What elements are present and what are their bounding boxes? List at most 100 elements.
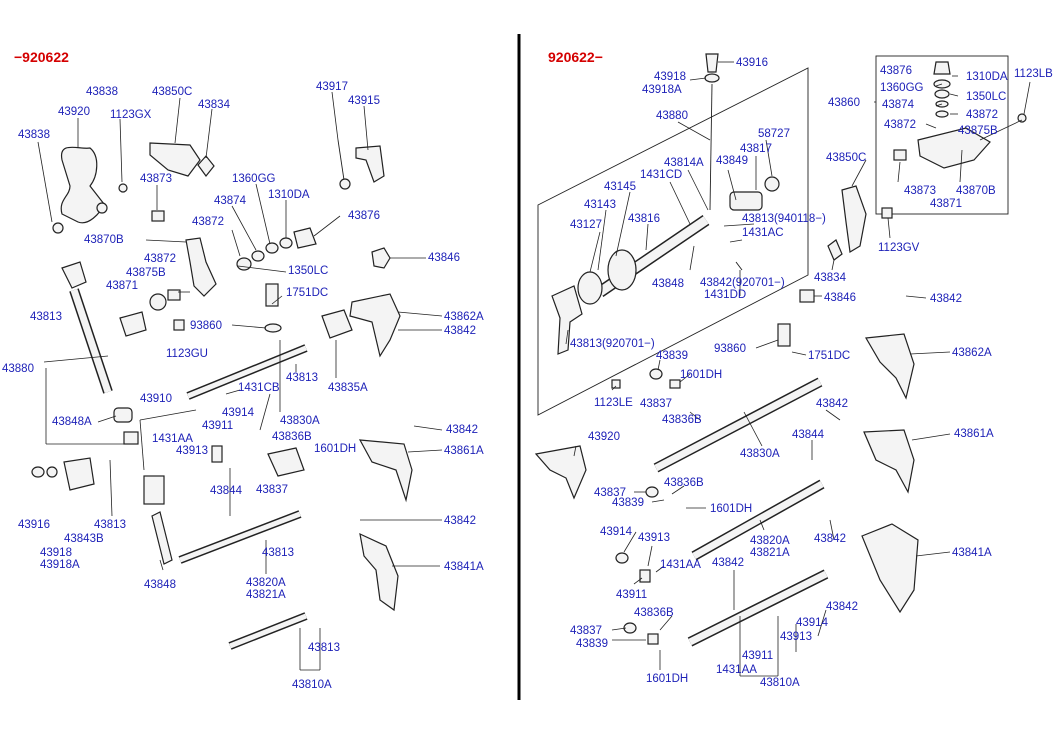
part-label: 43848 [144,579,176,591]
lever-43910 [143,475,165,505]
ball-43839c-right [647,633,659,645]
part-label: 43872 [144,253,176,265]
bolt-1123lb [1017,113,1027,123]
housing-43143 [607,249,637,291]
part-label: 58727 [758,128,790,140]
rail-43820a-fill [179,511,301,563]
rail-43820a-right-fill [692,480,824,560]
ball-43839-right [669,379,681,389]
plug-43846 [371,247,391,269]
part-label: 43837 [640,398,672,410]
part-label: 43834 [198,99,231,111]
part-label: 43127 [570,219,602,231]
part-label: 43844 [792,429,825,441]
part-label: 1431AA [660,559,701,571]
bracket-43915 [355,145,385,183]
part-label: 43813 [286,372,318,384]
part-label: 43145 [604,181,636,193]
spring-43836b [267,447,305,477]
part-label: 43835A [328,382,368,394]
fork-43862a [349,293,401,358]
part-label: 43842 [826,601,858,613]
bolt-1123gx [118,183,128,193]
part-label: 43820A [750,535,790,547]
part-label: 43913 [638,532,670,544]
part-label: 43914 [600,526,633,538]
bolt-43917 [337,139,345,181]
part-label: 43813 [30,311,62,323]
part-label: 43875B [958,125,998,137]
clip-43834-right [827,239,843,261]
bolt-43914-right [615,552,629,564]
part-label: 43842 [446,424,478,436]
bushing-43875b [149,293,167,311]
part-label: 43810A [760,677,800,689]
part-label: 43874 [882,99,915,111]
part-label: 43861A [444,445,484,457]
part-label: 43880 [2,363,34,375]
part-label: 43913 [780,631,812,643]
part-label: 43836B [664,477,704,489]
switch-93860-right [777,323,791,347]
part-label: 93860 [714,343,746,355]
right-leader-lines [565,61,1031,677]
ball-43911-right [639,569,651,583]
part-label: 43813 [262,547,294,559]
part-label: 43814A [664,157,704,169]
part-label: 43838 [86,86,118,98]
part-label: 43830A [280,415,320,427]
ring-1360gg-right [934,89,950,99]
part-label: 43913 [176,445,208,457]
cap-43916 [705,53,719,73]
left-labels: 43838 43920 1123GX 43838 43850C 43834 43… [2,81,484,691]
part-label: 1360GG [880,82,924,94]
washer-1751dc [264,323,282,333]
washer-43872 [236,257,252,271]
part-label: 43850C [152,86,192,98]
part-label: 43836B [272,431,312,443]
part-label: 1431AA [716,664,757,676]
part-label: 43841A [444,561,484,573]
ball-43911 [211,445,223,463]
part-label: 93860 [190,320,222,332]
ring-43874 [251,250,265,262]
part-label: 43810A [292,679,332,691]
part-label: 43873 [140,173,172,185]
part-label: 1360GG [232,173,276,185]
part-label: 43848 [652,278,684,290]
bracket-43843b [63,457,95,491]
switch-93860 [265,283,279,307]
part-label: 43837 [570,625,602,637]
header-left-date: −920622 [14,49,69,65]
part-label: 43817 [740,143,772,155]
spring-43848 [151,511,173,565]
part-label: 43862A [444,311,484,323]
bolt-1123le [611,379,621,389]
part-label: 43839 [656,350,688,362]
bushing-43872b [167,289,181,301]
fork-43862a-right [865,333,915,400]
part-label: 43870B [84,234,124,246]
part-label: 43871 [106,280,138,292]
part-label: 43837 [594,487,626,499]
spring-43849 [729,191,763,211]
header-right-date: 920622− [548,49,603,65]
part-label: 43875B [126,267,166,279]
part-label: 43918 [40,547,72,559]
part-label: 43844 [210,485,243,497]
part-label: 43872 [966,109,998,121]
part-label: 43872 [192,216,224,228]
part-label: 43830A [740,448,780,460]
bracket-43850c-right [841,185,867,253]
bushing-43873 [151,210,165,222]
part-label: 43836B [634,607,674,619]
lever-43870b [185,237,217,297]
cap-58727 [764,176,780,192]
plug-43846-right [799,289,815,303]
fork-43841a-right [861,523,919,614]
part-label: 1123GX [110,109,152,121]
part-label: 43918A [40,559,80,571]
part-label: 1310DA [268,189,310,201]
part-label: 1431CB [238,382,280,394]
left-parts [31,139,413,650]
